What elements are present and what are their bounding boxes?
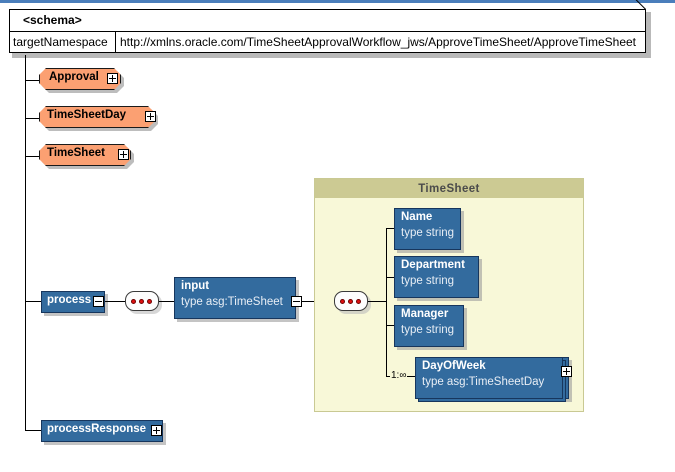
timesheet-expand-toggle[interactable]	[118, 149, 129, 160]
sequence-dot-icon	[147, 299, 152, 304]
group-spine-line	[386, 228, 387, 376]
target-namespace-label: targetNamespace	[10, 32, 116, 53]
dayofweek-expand-toggle[interactable]	[561, 366, 572, 377]
schema-title: <schema>	[23, 13, 82, 27]
input-node[interactable]	[174, 277, 296, 319]
branch-line-name	[386, 228, 394, 229]
dayofweek-node[interactable]	[415, 357, 563, 399]
input-name: input	[181, 280, 210, 292]
schema-property-row: targetNamespace http://xmlns.oracle.com/…	[10, 32, 645, 53]
sequence-dot-icon	[348, 299, 353, 304]
connector-sequence2-to-spine	[368, 301, 386, 302]
branch-line-timesheet	[25, 156, 40, 157]
branch-line-timesheetday	[25, 118, 40, 119]
input-type: type asg:TimeSheet	[181, 296, 283, 308]
manager-type: type string	[401, 324, 455, 336]
approval-label: Approval	[49, 71, 99, 83]
branch-line-processresponse	[25, 430, 41, 431]
manager-node[interactable]	[394, 305, 464, 347]
sequence-dot-icon	[340, 299, 345, 304]
branch-line-department	[386, 277, 394, 278]
sequence-dot-icon	[356, 299, 361, 304]
dayofweek-type: type asg:TimeSheetDay	[422, 376, 545, 388]
sequence-2-node[interactable]	[334, 291, 368, 311]
page-fold-icon	[632, 10, 645, 23]
timesheetday-label: TimeSheetDay	[47, 109, 127, 121]
target-namespace-value[interactable]: http://xmlns.oracle.com/TimeSheetApprova…	[120, 35, 636, 49]
processresponse-label: processResponse	[47, 423, 147, 435]
connector-sequence-to-input	[159, 301, 174, 302]
dayofweek-title: DayOfWeek	[422, 360, 486, 372]
schema-title-row: <schema>	[10, 10, 645, 32]
manager-title: Manager	[401, 308, 449, 320]
timesheet-node[interactable]	[39, 144, 131, 166]
input-collapse-toggle[interactable]	[291, 296, 302, 307]
schema-header-body: <schema> targetNamespace http://xmlns.or…	[9, 0, 646, 53]
branch-line-manager	[386, 325, 394, 326]
sequence-dot-icon	[139, 299, 144, 304]
name-title: Name	[401, 211, 433, 223]
tree-trunk-line	[25, 55, 26, 430]
approval-expand-toggle[interactable]	[107, 73, 118, 84]
process-node[interactable]	[41, 291, 105, 313]
process-label: process	[47, 294, 92, 306]
canvas-top-rule	[0, 0, 675, 3]
department-type: type string	[401, 275, 455, 287]
timesheetday-expand-toggle[interactable]	[145, 111, 156, 122]
schema-header-box[interactable]: <schema> targetNamespace http://xmlns.or…	[9, 0, 651, 58]
processresponse-expand-toggle[interactable]	[151, 425, 162, 436]
sequence-dot-icon	[131, 299, 136, 304]
timesheet-group-header: TimeSheet	[315, 179, 583, 198]
processresponse-node[interactable]	[41, 420, 163, 442]
name-type: type string	[401, 227, 455, 239]
process-collapse-toggle[interactable]	[93, 296, 104, 307]
dayofweek-cardinality: 1:∞	[390, 370, 408, 381]
connector-process-to-sequence	[105, 301, 125, 302]
sequence-1-node[interactable]	[125, 291, 159, 311]
timesheet-label: TimeSheet	[47, 147, 105, 159]
name-node[interactable]	[394, 208, 461, 250]
branch-line-approval	[25, 80, 40, 81]
approval-node[interactable]	[39, 68, 121, 90]
department-title: Department	[401, 259, 465, 271]
department-node[interactable]	[394, 256, 479, 298]
branch-line-process	[25, 301, 41, 302]
timesheet-group-title: TimeSheet	[418, 183, 480, 195]
